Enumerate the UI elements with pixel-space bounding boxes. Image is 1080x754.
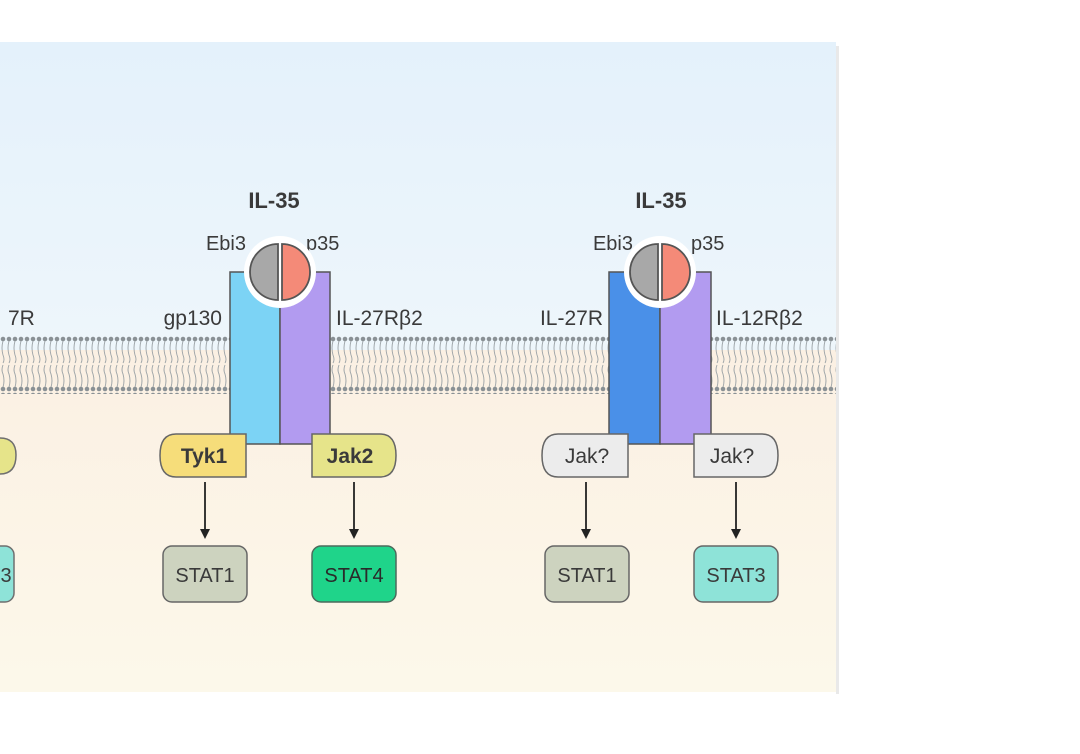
c1-jak2-label: Jak2 xyxy=(327,445,374,468)
c1-cytokine-label: IL-35 xyxy=(248,188,299,213)
c2-il27r-label: IL-27R xyxy=(540,307,603,330)
complex-1: IL-35 Ebi3 p35 gp130 IL-27Rβ2 Tyk1 Jak2 … xyxy=(159,188,423,603)
c1-tyk1-kinase xyxy=(159,433,247,478)
c1-stat1-box xyxy=(162,545,248,603)
c1-p35-subunit xyxy=(281,243,311,301)
c1-jak2-kinase xyxy=(311,433,397,478)
c2-stat1-box xyxy=(544,545,630,603)
panel-shadow xyxy=(836,46,839,694)
c2-stat1-label: STAT1 xyxy=(557,565,616,587)
c1-stat1-label: STAT1 xyxy=(175,565,234,587)
c2-stat3-box xyxy=(693,545,779,603)
c1-p35-label: p35 xyxy=(306,233,339,255)
c1-gp130-label: gp130 xyxy=(164,307,222,330)
c2-ebi3-subunit xyxy=(629,243,659,301)
complex-2: IL-35 Ebi3 p35 IL-27R IL-12Rβ2 Jak? Jak?… xyxy=(540,188,803,603)
c2-jak-left-label: Jak? xyxy=(565,445,609,468)
partial-stat-box xyxy=(0,545,15,603)
partial-kinase-box xyxy=(0,437,17,475)
c2-jak-left-kinase xyxy=(541,433,629,478)
c2-il12rb2-label: IL-12Rβ2 xyxy=(716,307,803,330)
c1-tyk1-label: Tyk1 xyxy=(181,445,228,468)
partial-receptor-label: 7R xyxy=(8,307,35,330)
c2-ebi3-label: Ebi3 xyxy=(593,233,633,255)
c1-il27rb2-label: IL-27Rβ2 xyxy=(336,307,423,330)
c1-ebi3-label: Ebi3 xyxy=(206,233,246,255)
c1-stat4-box xyxy=(311,545,397,603)
partial-stat-label: 3 xyxy=(0,565,11,587)
c2-jak-right-label: Jak? xyxy=(710,445,754,468)
c2-cytokine-label: IL-35 xyxy=(635,188,686,213)
c1-ebi3-subunit xyxy=(249,243,279,301)
c1-stat4-label: STAT4 xyxy=(324,565,383,587)
c2-jak-right-kinase xyxy=(693,433,779,478)
partial-left-column: 7R 3 xyxy=(0,307,35,603)
c2-p35-subunit xyxy=(661,243,691,301)
c2-p35-label: p35 xyxy=(691,233,724,255)
c2-stat3-label: STAT3 xyxy=(706,565,765,587)
